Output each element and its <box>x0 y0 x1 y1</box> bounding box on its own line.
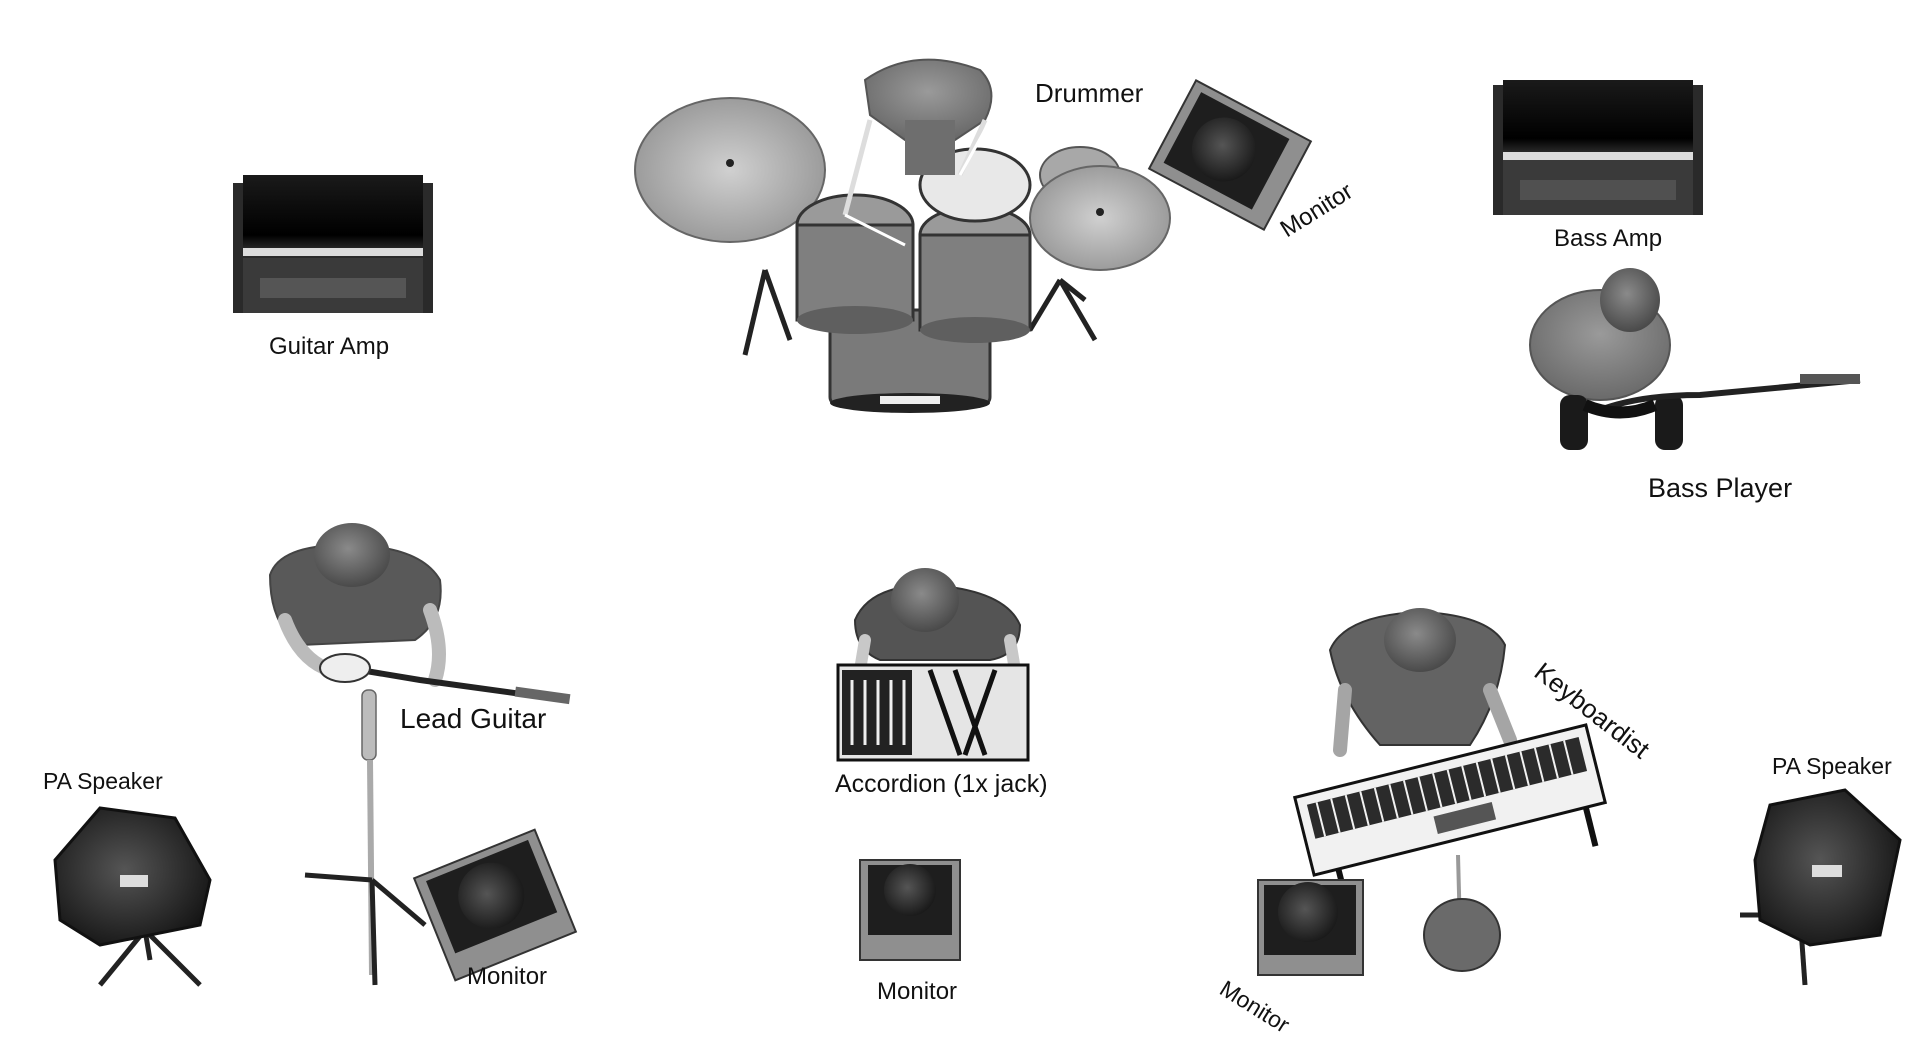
drum-monitor <box>1147 78 1313 232</box>
drummer-label: Drummer <box>1035 78 1144 108</box>
keys-monitor <box>1257 879 1364 976</box>
lead-guitar-player <box>268 523 571 986</box>
accordion-label: Accordion (1x jack) <box>835 770 1048 798</box>
pa-speaker-left-label: PA Speaker <box>43 768 163 794</box>
guitar-amp-label: Guitar Amp <box>269 333 390 360</box>
accordion-player <box>836 568 1030 762</box>
bass-player-label: Bass Player <box>1648 473 1793 503</box>
keyboardist <box>1292 608 1608 972</box>
bass-player <box>1529 268 1861 450</box>
pa-speaker-right-label: PA Speaker <box>1772 753 1892 779</box>
bass-amp-label: Bass Amp <box>1554 225 1663 252</box>
guitar-amp <box>233 175 433 313</box>
lead-guitar-label: Lead Guitar <box>400 703 547 734</box>
drum-kit <box>634 58 1171 413</box>
accordion-monitor <box>859 859 961 961</box>
accordion-monitor-label: Monitor <box>877 978 958 1005</box>
pa-speaker-left <box>53 806 212 987</box>
guitar-monitor <box>412 828 578 982</box>
pa-speaker-right <box>1740 788 1902 986</box>
bass-amp <box>1493 80 1703 215</box>
guitar-monitor-label: Monitor <box>467 963 548 990</box>
